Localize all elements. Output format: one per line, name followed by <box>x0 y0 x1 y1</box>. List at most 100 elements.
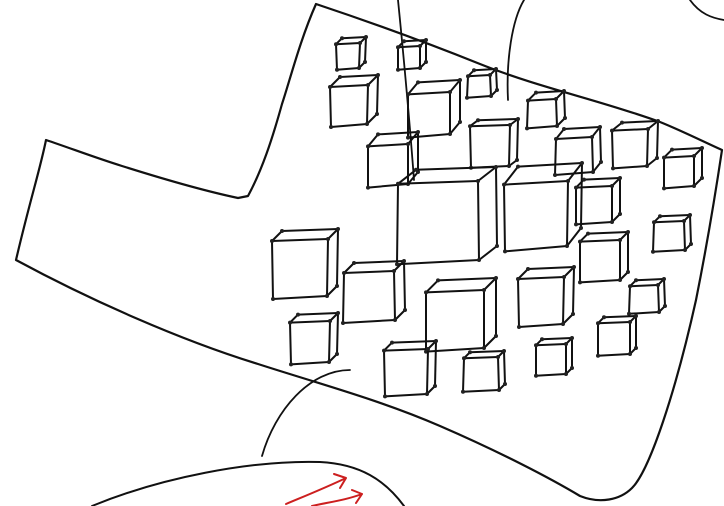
cube-edge <box>384 349 428 351</box>
red-arrow-2 <box>312 490 362 506</box>
cube-edge <box>504 351 505 384</box>
cube-vertex <box>700 176 704 180</box>
cube-edge <box>418 80 460 82</box>
cube-vertex <box>494 165 498 169</box>
cube-edge <box>660 215 690 216</box>
cube-vertex <box>578 280 582 284</box>
cube-vertex <box>468 350 472 354</box>
cube-edge <box>272 239 328 241</box>
cube-vertex <box>375 112 379 116</box>
leader-line-bottom <box>262 370 350 456</box>
cube-edge <box>555 139 556 175</box>
cube-vertex <box>434 339 438 343</box>
cube-edge <box>672 148 702 150</box>
cube-edge <box>564 91 565 118</box>
cube-vertex <box>579 226 583 230</box>
cube-edge <box>556 137 592 139</box>
cube-edge <box>484 336 496 348</box>
cube-vertex <box>627 312 631 316</box>
cube-edge <box>384 351 385 397</box>
cube-edge <box>463 390 499 392</box>
cube-edge <box>536 374 566 376</box>
cube-vertex <box>352 261 356 265</box>
cube-vertex <box>570 366 574 370</box>
cube-vertex <box>406 142 410 146</box>
cube-edge <box>470 126 471 168</box>
cube-edge <box>330 77 340 87</box>
cube-vertex <box>516 117 520 121</box>
cube-edge <box>468 75 490 76</box>
cube-edge <box>598 322 630 323</box>
cube-vertex <box>618 176 622 180</box>
cube <box>396 38 428 72</box>
cube-vertex <box>358 41 362 45</box>
cube-vertex <box>554 137 558 141</box>
cube-edge <box>647 129 648 166</box>
cube-vertex <box>516 277 520 281</box>
cube-edge <box>664 186 694 188</box>
cube-vertex <box>365 122 369 126</box>
cube <box>461 349 507 394</box>
cube-vertex <box>489 94 493 98</box>
cube-edge <box>330 87 331 127</box>
cube-edge <box>658 285 659 312</box>
cube-edge <box>563 277 564 324</box>
cube-edge <box>450 80 460 92</box>
cube-vertex <box>578 240 582 244</box>
cube-vertex <box>376 132 380 136</box>
cube-vertex <box>508 123 512 127</box>
cube-vertex <box>525 126 529 130</box>
cube <box>382 339 438 398</box>
cube-vertex <box>628 320 632 324</box>
cube-edge <box>359 43 360 68</box>
cube-vertex <box>657 310 661 314</box>
cube-vertex <box>534 91 538 95</box>
cube-vertex <box>472 68 476 72</box>
cube-vertex <box>458 120 462 124</box>
cube-vertex <box>382 349 386 353</box>
cube-edge <box>653 250 685 252</box>
cube <box>651 213 693 254</box>
cube-vertex <box>503 382 507 386</box>
cube-edge <box>657 121 658 158</box>
cube-vertex <box>700 146 704 150</box>
cube-vertex <box>383 394 387 398</box>
cube-vertex <box>596 321 600 325</box>
cube-vertex <box>610 220 614 224</box>
cube-vertex <box>494 334 498 338</box>
cube-vertex <box>414 168 418 172</box>
cube-edge <box>564 267 574 277</box>
cube-edge <box>630 285 658 286</box>
cube-vertex <box>338 75 342 79</box>
cube-vertex <box>494 276 498 280</box>
cube-edge <box>394 271 395 320</box>
cube-vertex <box>402 259 406 263</box>
cube-vertex <box>406 92 410 96</box>
cube-vertex <box>416 130 420 134</box>
cube-edge <box>367 85 368 124</box>
cube-vertex <box>516 165 520 169</box>
cube <box>406 78 462 140</box>
cube-vertex <box>270 239 274 243</box>
cube-vertex <box>540 337 544 341</box>
cube-edge <box>474 69 496 70</box>
cube-vertex <box>611 166 615 170</box>
cube-vertex <box>497 388 501 392</box>
cube-vertex <box>424 38 428 42</box>
cube-edge <box>463 358 464 392</box>
cube-vertex <box>645 164 649 168</box>
cube-vertex <box>482 288 486 292</box>
cube-edge <box>613 166 647 168</box>
cube-edge <box>464 357 498 358</box>
cube-vertex <box>574 222 578 226</box>
cube-vertex <box>626 270 630 274</box>
cube-edge <box>298 313 338 315</box>
cube <box>516 265 576 329</box>
cube-vertex <box>682 219 686 223</box>
cube-edge <box>368 134 378 146</box>
cube-cluster <box>270 35 704 398</box>
cube-edge <box>404 40 426 41</box>
cube-edge <box>426 280 438 292</box>
cube-vertex <box>574 186 578 190</box>
cube-vertex <box>689 242 693 246</box>
